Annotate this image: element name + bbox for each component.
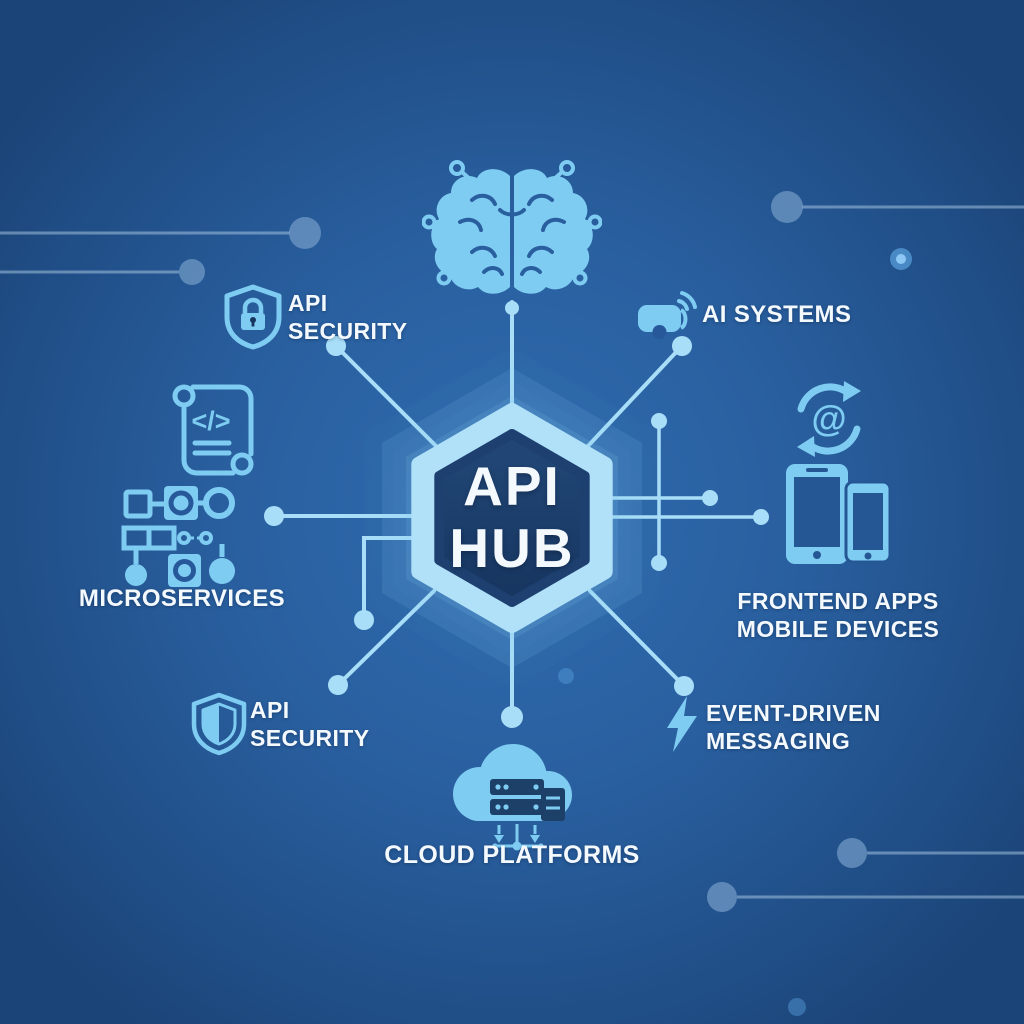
microservices-icon xyxy=(121,486,235,587)
ai-systems-label: AI SYSTEMS xyxy=(702,301,851,330)
api-security-top-line1: API xyxy=(288,290,328,316)
ai-systems-text: AI SYSTEMS xyxy=(702,301,852,328)
shield-lock-icon xyxy=(224,284,282,350)
brain-circuit-icon xyxy=(422,160,602,294)
microservices-text: MICROSERVICES xyxy=(78,585,286,612)
hub-title-line1: API xyxy=(463,455,561,518)
connector-nodes xyxy=(264,301,769,728)
svg-text:@: @ xyxy=(811,398,846,439)
cloud-platforms-text: CLOUD PLATFORMS xyxy=(384,841,640,869)
hub-hexagon xyxy=(382,368,642,668)
microservices-label: MICROSERVICES xyxy=(32,585,332,614)
cloud-platforms-label: CLOUD PLATFORMS xyxy=(362,840,662,870)
vr-headset-icon xyxy=(638,291,697,339)
api-security-bottom-line2: SECURITY xyxy=(250,724,370,751)
cloud-servers-icon xyxy=(453,744,572,851)
sync-at-icon: @ xyxy=(797,381,861,457)
api-security-top-label: API SECURITY xyxy=(288,290,408,345)
api-security-bottom-line1: API xyxy=(250,697,290,723)
mobile-devices-icon xyxy=(786,464,892,564)
api-security-bottom-label: API SECURITY xyxy=(250,697,370,752)
frontend-apps-line1: FRONTEND APPS xyxy=(737,588,939,614)
frontend-apps-label: FRONTEND APPS MOBILE DEVICES xyxy=(688,588,988,643)
event-messaging-line1: EVENT-DRIVEN xyxy=(706,700,881,726)
shield-icon xyxy=(191,692,247,756)
hub-title: API HUB xyxy=(412,452,612,584)
lightning-icon xyxy=(667,696,697,752)
event-messaging-line2: MESSAGING xyxy=(706,727,851,754)
api-security-top-line2: SECURITY xyxy=(288,317,408,344)
event-messaging-label: EVENT-DRIVEN MESSAGING xyxy=(706,700,881,755)
glow-dots xyxy=(558,248,912,1016)
svg-text:</>: </> xyxy=(191,406,230,436)
hub-title-line2: HUB xyxy=(449,517,575,579)
code-scroll-icon: </> xyxy=(172,384,254,476)
frontend-apps-line2: MOBILE DEVICES xyxy=(736,615,940,642)
